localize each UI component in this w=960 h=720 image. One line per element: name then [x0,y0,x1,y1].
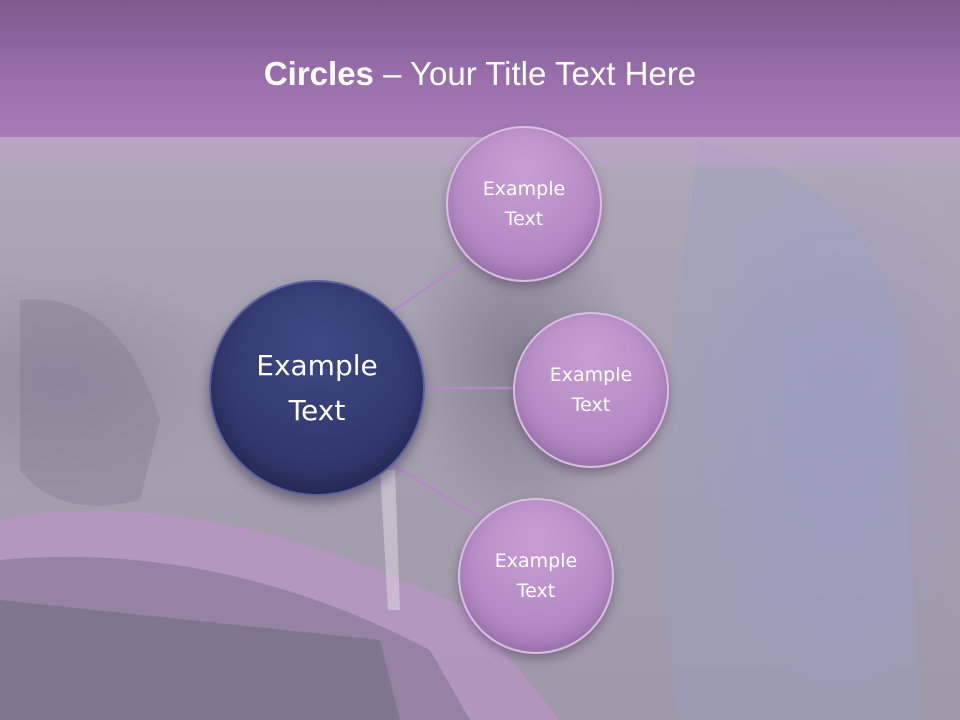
center-circle-label: Example Text [256,349,378,427]
node-circle-middle-label: Example Text [549,364,633,416]
center-circle[interactable]: Example Text [209,280,425,496]
node-circle-top-label: Example Text [482,178,566,230]
node-circle-bottom-label: Example Text [494,550,578,602]
node-circle-bottom[interactable]: Example Text [458,498,614,654]
title-bar [0,0,960,137]
slide-title: Circles – Your Title Text Here [0,52,960,96]
slide-title-rest: – Your Title Text Here [373,55,697,92]
slide-title-bold: Circles [263,55,374,92]
node-circle-middle[interactable]: Example Text [513,312,669,468]
node-circle-top[interactable]: Example Text [446,126,602,282]
connector-top [392,254,475,313]
connector-bottom [392,463,485,522]
